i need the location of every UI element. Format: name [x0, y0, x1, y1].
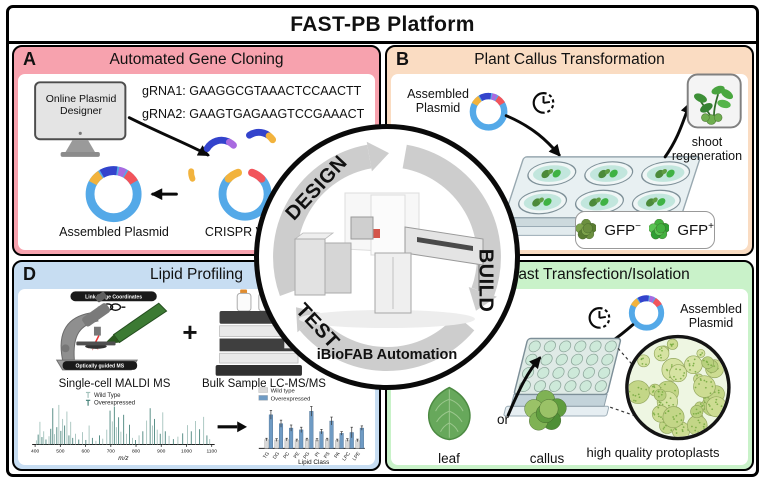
lcms-label: Bulk Sample LC-MS/MS [202, 378, 326, 390]
panel-a-letter: A [23, 49, 36, 69]
panel-d-title: Lipid Profiling [149, 266, 244, 283]
gfp-positive-label: GFP [677, 222, 709, 239]
gfp-positive-sign: + [708, 221, 714, 232]
panel-d-letter: D [23, 264, 36, 284]
assembled-plasmid-label-b: Assembled Plasmid [407, 87, 469, 116]
panel-c-title: Protoplast Transfection/Isolation [469, 266, 690, 283]
assembled-plasmid-label-c: Assembled Plasmid [680, 302, 742, 331]
gfp-negative-label: GFP [604, 222, 636, 239]
panel-a-title: Automated Gene Cloning [109, 51, 284, 68]
maldi-label: Single-cell MALDI MS [58, 378, 171, 390]
design-build-test-cycle: DESIGN BUILD TEST iBioFAB Automation [254, 124, 520, 390]
online-plasmid-designer-label: Online Plasmid Designer [45, 93, 117, 117]
callus-label: callus [529, 451, 565, 466]
panel-b-title: Plant Callus Transformation [474, 51, 665, 68]
high-quality-protoplasts-label: high quality protoplasts [586, 445, 720, 460]
gfp-positive-callus-icon [649, 219, 670, 240]
shoot-regeneration-label: shoot regeneration [671, 135, 743, 164]
panel-b-letter: B [396, 49, 409, 69]
grna1-sequence: gRNA1: GAAGGCGTAAACTCCAACTT [142, 84, 362, 98]
panel-a-automated-gene-cloning: A Automated Gene Cloning Online Plasmid … [12, 45, 381, 256]
grna2-sequence: gRNA2: GAAGTGAGAAGTCCGAAACT [142, 107, 365, 121]
gfp-legend: GFP− GFP+ [575, 211, 715, 249]
plus-sign: + [182, 317, 198, 347]
ibiofab-automation-label: iBioFAB Automation [316, 347, 458, 363]
figure-title: FAST-PB Platform [9, 8, 756, 44]
leaf-label: leaf [438, 451, 460, 466]
gfp-negative-sign: − [635, 221, 641, 232]
or-label: or [496, 412, 509, 427]
cycle-ring-and-machine-graphic [273, 141, 501, 371]
build-label: BUILD [474, 248, 497, 313]
assembled-plasmid-label-a: Assembled Plasmid [59, 225, 169, 239]
gfp-negative-callus-icon [576, 219, 597, 240]
